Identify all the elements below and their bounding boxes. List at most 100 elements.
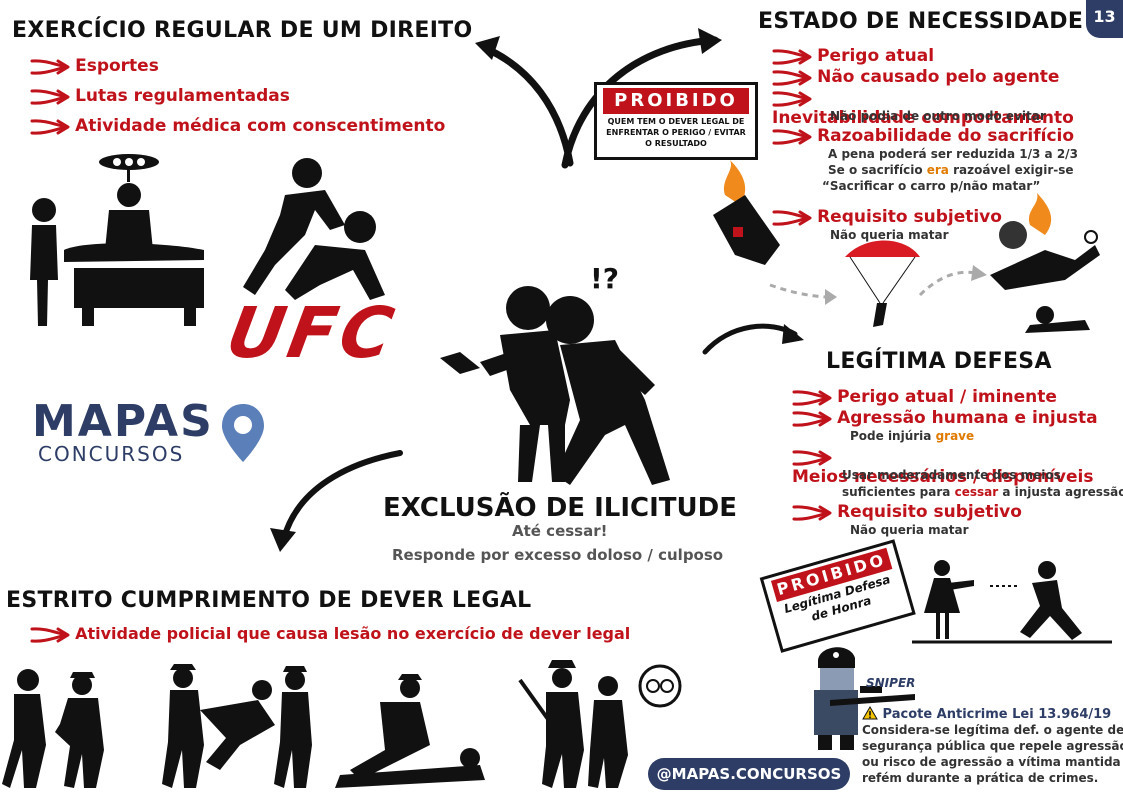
note-highlight: era <box>926 163 949 177</box>
svg-text:!?: !? <box>590 262 619 295</box>
meios-note: suficientes para cessar a injusta agress… <box>792 485 1123 502</box>
center-title: EXCLUSÃO DE ILICITUDE <box>383 493 737 523</box>
legitima-item-label: Requisito subjetivo <box>837 502 1022 522</box>
legitima-item-label: Agressão humana e injusta <box>837 408 1098 428</box>
sniper-illustration <box>814 647 915 750</box>
exercicio-item-label: Lutas regulamentadas <box>75 86 290 106</box>
warning-icon <box>862 706 878 720</box>
proibido-text-line: ENFRENTAR O PERIGO / EVITAR <box>606 128 746 137</box>
note-text: suficientes para <box>842 485 955 499</box>
chevron-right-icon <box>792 504 832 521</box>
estrito-item-label: Atividade policial que causa lesão no ex… <box>75 624 631 643</box>
curved-arrow-up-left <box>475 36 574 167</box>
chevron-right-icon <box>772 128 812 145</box>
brand-mapas: MAPAS <box>32 396 214 447</box>
estado-item-note: Não podia de outro modo evitar <box>830 109 1046 123</box>
sniper-label: SNIPER <box>866 676 916 690</box>
legitima-list: Perigo atual / iminente Agressão humana … <box>792 387 1123 537</box>
chevron-right-icon <box>792 449 832 466</box>
police-arrest-illustrations <box>2 660 682 788</box>
legitima-item-label: Meios necessários / disponíveis <box>792 466 1094 487</box>
estado-requisito: Requisito subjetivo Não queria matar <box>772 207 1002 242</box>
note-text: a injusta agressão <box>998 485 1123 499</box>
legitima-item: Perigo atual / iminente <box>792 387 1117 408</box>
page-number: 13 <box>1093 7 1116 26</box>
ufc-logo: UFC <box>220 292 404 374</box>
fighters-illustration <box>243 158 385 300</box>
curved-arrow-down-left <box>270 450 403 552</box>
note-highlight: grave <box>935 429 975 443</box>
legitima-title: LEGÍTIMA DEFESA <box>826 349 1052 374</box>
meios-note: Usar moderadamente dos meios <box>842 468 1061 482</box>
legitima-item: Agressão humana e injusta <box>792 408 1117 429</box>
brand-concursos: CONCURSOS <box>38 442 185 466</box>
exercicio-item-label: Atividade médica com conscentimento <box>75 116 446 136</box>
legitima-item: Meios necessários / disponíveis <box>792 447 1117 487</box>
central-self-defense-illustration: !? <box>440 262 670 485</box>
exercicio-item: Lutas regulamentadas <box>30 86 445 116</box>
center-line1: Até cessar! <box>512 522 608 540</box>
pacote-line: refém durante a prática de crimes. <box>862 771 1099 785</box>
shooting-illustration <box>912 560 1112 644</box>
pacote-title-row: Pacote Anticrime Lei 13.964/19 <box>862 706 1120 722</box>
estado-item: Requisito subjetivo <box>772 207 1002 228</box>
pacote-line: segurança pública que repele agressão <box>862 739 1123 753</box>
brand-logo: MAPAS CONCURSOS <box>32 400 282 470</box>
location-pin-icon <box>222 404 264 462</box>
note-highlight: cessar <box>954 485 999 499</box>
legitima-item-label: Perigo atual / iminente <box>837 387 1057 407</box>
chevron-right-icon <box>792 389 832 406</box>
estado-item-label: Perigo atual <box>817 46 935 66</box>
note-text: Pode injúria <box>850 429 936 443</box>
exercicio-list: Esportes Lutas regulamentadas Atividade … <box>30 56 445 146</box>
exercicio-item: Esportes <box>30 56 445 86</box>
estado-item-label: Razoabilidade do sacrifício <box>817 126 1075 146</box>
chevron-right-icon <box>30 58 70 75</box>
instagram-handle[interactable]: @MAPAS.CONCURSOS <box>648 758 850 790</box>
estado-list: Perigo atual Não causado pelo agente Ine… <box>772 46 1112 195</box>
injuria-note: Pode injúria grave <box>792 429 1117 447</box>
legitima-item: Requisito subjetivo <box>792 502 1117 523</box>
chevron-right-icon <box>772 90 812 107</box>
estado-item: Não causado pelo agente <box>772 67 1112 88</box>
pacote-anticrime: Pacote Anticrime Lei 13.964/19 Considera… <box>862 706 1123 786</box>
chevron-right-icon <box>792 410 832 427</box>
exercicio-item: Atividade médica com conscentimento <box>30 116 445 146</box>
exercicio-item-label: Esportes <box>75 56 159 76</box>
proibido-text-line: O RESULTADO <box>645 139 707 148</box>
pacote-title: Pacote Anticrime Lei 13.964/19 <box>882 707 1112 722</box>
estado-item: Perigo atual <box>772 46 1112 67</box>
estrito-title: ESTRITO CUMPRIMENTO DE DEVER LEGAL <box>6 588 532 613</box>
chevron-right-icon <box>30 118 70 135</box>
proibido-text-line: QUEM TEM O DEVER LEGAL DE <box>607 117 745 126</box>
note-text: Se o sacrifício <box>828 163 927 177</box>
proibido-duty-box: PROIBIDO QUEM TEM O DEVER LEGAL DE ENFRE… <box>594 82 758 160</box>
estado-item-label: Não causado pelo agente <box>817 67 1060 87</box>
estrito-item: Atividade policial que causa lesão no ex… <box>30 624 630 644</box>
chevron-right-icon <box>772 69 812 86</box>
exercicio-title: EXERCÍCIO REGULAR DE UM DIREITO <box>12 18 473 43</box>
estado-item: Inevitabilidade comportamento <box>772 88 1112 128</box>
chevron-right-icon <box>30 626 70 643</box>
page-number-badge: 13 <box>1086 0 1123 38</box>
estado-title: ESTADO DE NECESSIDADE <box>758 9 1084 34</box>
estado-item-note: Não queria matar <box>830 228 949 242</box>
proibido-label: PROIBIDO <box>603 88 749 114</box>
razoabilidade-note: A pena poderá ser reduzida 1/3 a 2/3 <box>828 147 1078 161</box>
proibido-honra-sign: PROIBIDO Legítima Defesa de Honra <box>759 539 917 654</box>
chevron-right-icon <box>30 88 70 105</box>
legitima-item-note: Não queria matar <box>850 523 969 537</box>
surgery-illustration <box>30 154 204 326</box>
note-text: razoável exigir-se <box>948 163 1074 177</box>
razoabilidade-note: Se o sacrifício era razoável exigir-se <box>772 163 1112 179</box>
pacote-line: ou risco de agressão a vítima mantida <box>862 755 1121 769</box>
curved-arrow-right <box>702 323 804 355</box>
estado-item: Razoabilidade do sacrifício <box>772 126 1112 147</box>
plane-emergency-illustration <box>713 160 1100 333</box>
estado-item-label: Inevitabilidade comportamento <box>772 107 1074 128</box>
center-line2: Responde por excesso doloso / culposo <box>392 546 724 564</box>
estado-item-label: Requisito subjetivo <box>817 207 1002 227</box>
pacote-line: Considera-se legítima def. o agente de <box>862 723 1123 737</box>
chevron-right-icon <box>772 48 812 65</box>
razoabilidade-note: “Sacrificar o carro p/não matar” <box>822 179 1041 193</box>
